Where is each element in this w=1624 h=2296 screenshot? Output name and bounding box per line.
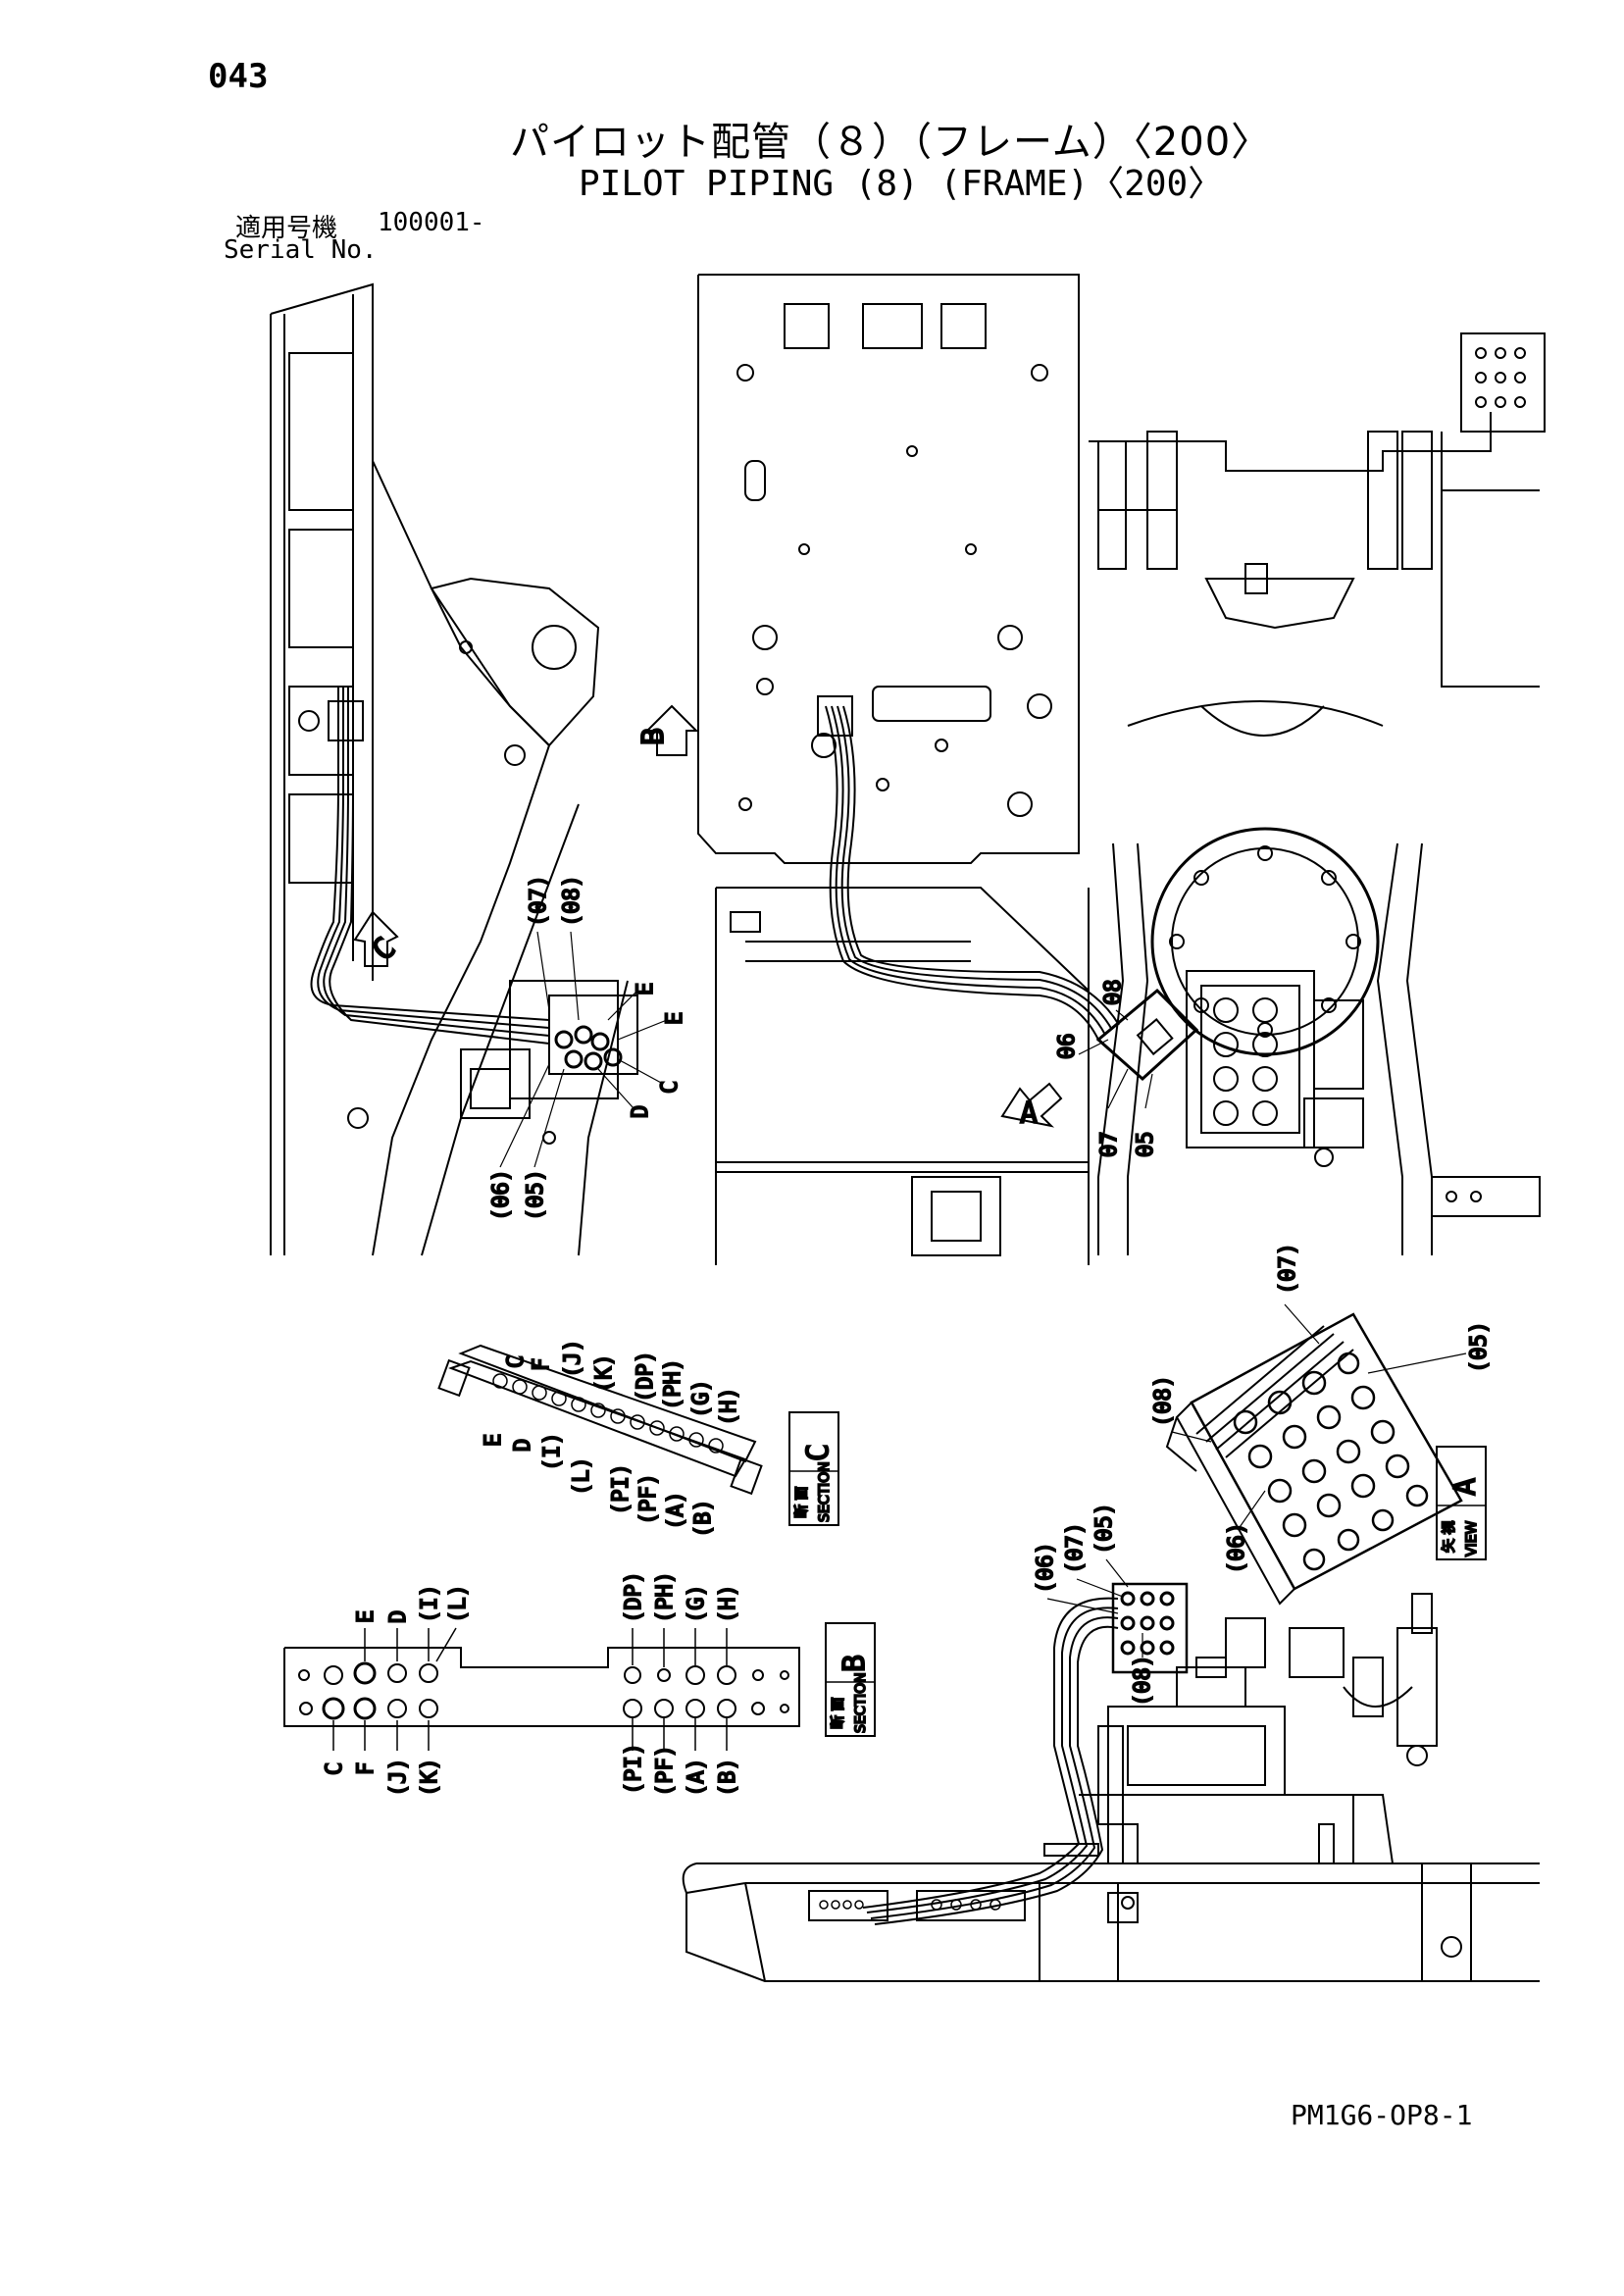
lower-isometric-view — [682, 1582, 1540, 1982]
left-callout-d: D — [629, 1105, 653, 1118]
section-c-port-b: (B) — [691, 1499, 716, 1538]
section-c-port-f: F — [530, 1358, 554, 1371]
section-c-port-ph: (PH) — [661, 1358, 685, 1410]
title-japanese: パイロット配管（８）（フレーム）〈200〉 — [510, 120, 1272, 165]
section-b-port-g: (G) — [685, 1584, 709, 1623]
section-c-label-en: SECTION — [817, 1461, 833, 1522]
section-b-port-a: (A) — [685, 1758, 709, 1797]
section-c-port-pf: (PF) — [636, 1473, 661, 1525]
section-c-port-e: E — [482, 1434, 506, 1447]
center-callout-06: 06 — [1055, 1034, 1080, 1060]
view-a-valve-block — [1165, 1312, 1463, 1606]
view-arrow-b-letter: B — [636, 728, 671, 745]
view-a-callout-07: (07) — [1276, 1243, 1300, 1295]
section-b-letter: B — [837, 1655, 872, 1672]
view-arrow-b — [644, 704, 699, 756]
section-b-port-c: C — [323, 1762, 347, 1775]
view-a-label-en: VIEW — [1464, 1520, 1480, 1556]
section-b-label-jp: 断 面 — [831, 1698, 846, 1729]
center-callout-07: 07 — [1097, 1132, 1122, 1158]
lower-callout-06: (06) — [1034, 1542, 1058, 1594]
section-b-port-j: (J) — [386, 1758, 411, 1797]
lower-callout-07: (07) — [1063, 1522, 1088, 1574]
center-callout-08: 08 — [1101, 980, 1126, 1006]
section-c-port-g: (G) — [689, 1379, 714, 1418]
section-b-port-l: (L) — [446, 1584, 471, 1623]
serial-label-japanese: 適用号機 — [235, 214, 338, 243]
left-callout-e2: E — [663, 1012, 687, 1025]
center-callout-05: 05 — [1134, 1132, 1158, 1158]
view-arrow-a-letter: A — [1020, 1097, 1038, 1131]
left-callout-c: C — [658, 1081, 683, 1094]
section-c-port-dp: (DP) — [634, 1351, 658, 1403]
section-b-port-ph: (PH) — [653, 1571, 678, 1623]
section-c-port-c: C — [504, 1355, 529, 1368]
title-english: PILOT PIPING (8) (FRAME)〈200〉 — [579, 164, 1224, 204]
section-b-port-labels: E D (I) (L) (DP) (PH) (G) (H) C F (J) (K… — [322, 1570, 741, 1798]
view-a-callout-06: (06) — [1225, 1522, 1249, 1574]
left-callout-07: (07) — [527, 875, 551, 927]
section-b-label-en: SECTION — [853, 1672, 869, 1733]
view-a-letter: A — [1448, 1478, 1483, 1496]
section-c-port-k: (K) — [592, 1353, 617, 1393]
section-b-port-pi: (PI) — [622, 1743, 646, 1795]
serial-number-value: 100001- — [378, 208, 485, 237]
center-frame-view — [697, 274, 1546, 1265]
left-callout-05: (05) — [524, 1169, 548, 1221]
section-b-tag — [825, 1622, 876, 1737]
section-b-port-e: E — [354, 1610, 379, 1623]
lower-callout-08: (08) — [1131, 1655, 1155, 1707]
view-a-label-jp: 矢 視 — [1442, 1521, 1457, 1553]
section-b-port-d: D — [386, 1610, 411, 1623]
section-b-port-pf: (PF) — [653, 1745, 678, 1797]
section-c-letter: C — [801, 1444, 836, 1461]
left-callout-06: (06) — [489, 1169, 514, 1221]
section-b-block — [283, 1627, 800, 1751]
section-c-port-labels: C F (J) (K) (DP) (PH) (G) (H) E D (I) (L… — [481, 1338, 742, 1539]
section-c-port-l: (L) — [570, 1456, 594, 1496]
lower-callout-05: (05) — [1092, 1503, 1117, 1555]
view-a-callout-05: (05) — [1467, 1321, 1492, 1373]
section-b-port-b: (B) — [716, 1758, 740, 1797]
section-b-port-k: (K) — [418, 1758, 442, 1797]
section-c-port-pi: (PI) — [609, 1463, 634, 1515]
section-c-port-i: (I) — [540, 1432, 565, 1471]
section-b-port-i: (I) — [418, 1584, 442, 1623]
section-c-port-h: (H) — [717, 1387, 741, 1426]
section-c-port-d: D — [511, 1439, 535, 1452]
left-callout-e1: E — [634, 983, 658, 995]
page-number: 043 — [208, 57, 269, 96]
section-b-port-f: F — [354, 1762, 379, 1775]
serial-label-english: Serial No. — [224, 235, 378, 265]
section-c-tag — [788, 1411, 839, 1526]
drawing-code: PM1G6-OP8-1 — [1291, 2099, 1473, 2131]
section-b-port-h: (H) — [716, 1584, 740, 1623]
section-c-port-a: (A) — [664, 1491, 688, 1530]
view-a-tag — [1436, 1446, 1487, 1560]
section-c-port-j: (J) — [561, 1339, 585, 1378]
left-callout-08: (08) — [560, 875, 584, 927]
left-frame-view — [270, 282, 638, 1256]
section-c-label-jp: 断 面 — [794, 1487, 810, 1518]
section-b-port-dp: (DP) — [622, 1571, 646, 1623]
view-arrow-a — [1000, 1082, 1063, 1128]
view-a-callout-08: (08) — [1151, 1375, 1176, 1427]
section-c-plate — [437, 1344, 763, 1496]
view-arrow-c — [353, 910, 399, 967]
